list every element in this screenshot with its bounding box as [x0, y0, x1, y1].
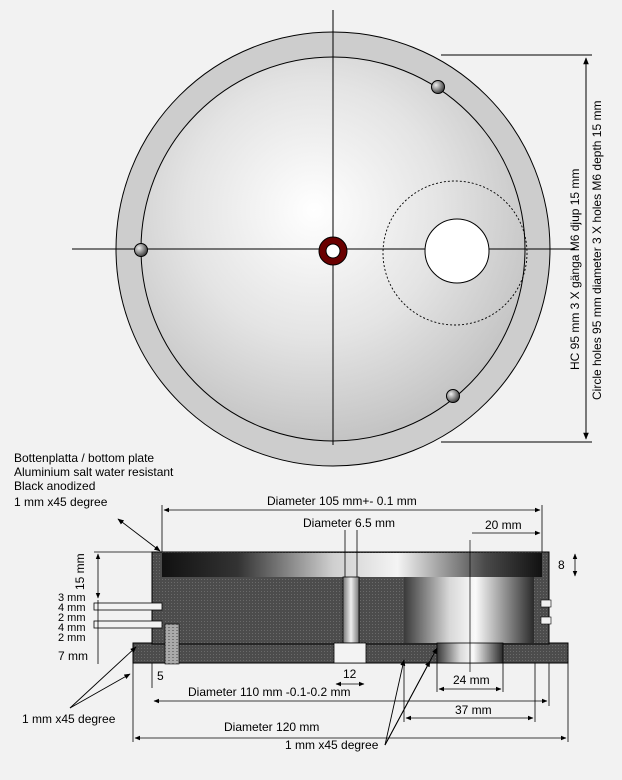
dim-diameter-120-label: Diameter 120 mm: [224, 720, 319, 734]
note-line-1: Bottenplatta / bottom plate: [14, 451, 154, 465]
note-line-4: 1 mm x45 degree: [14, 495, 108, 509]
dim-5-label: 5: [157, 669, 164, 683]
dim-12-label: 12: [343, 667, 357, 681]
m6-hole-top: [431, 80, 445, 94]
left-insert: [164, 623, 180, 665]
dim-8-label: 8: [558, 558, 565, 572]
groove-right-1: [540, 599, 552, 608]
dim-4b-label: 4 mm: [58, 622, 86, 634]
pin-hole-lower: [333, 642, 367, 664]
notes-block: Bottenplatta / bottom plate Aluminium sa…: [14, 451, 174, 509]
chamfer-leader-left-2: [69, 673, 131, 709]
chamfer-leader-bottom-1: [384, 659, 406, 746]
dim-20-label: 20 mm: [485, 518, 522, 532]
dim-2a-label: 2 mm: [58, 612, 86, 624]
groove-right-2: [540, 616, 552, 625]
dim-7-label: 7 mm: [58, 649, 88, 663]
m6-hole-bottom: [446, 389, 460, 403]
offset-circle-dashed: [382, 180, 528, 326]
dim-2b-label: 2 mm: [58, 632, 86, 644]
through-hole: [424, 218, 490, 284]
dim-15-label: 15 mm: [73, 553, 87, 590]
section-view: Diameter 105 mm+- 0.1 mm Diameter 6.5 mm…: [22, 494, 578, 752]
plan-view: HC 95 mm 3 X gänga M6 djup 15 mm Circle …: [72, 10, 604, 467]
dim-hc-label: HC 95 mm 3 X gänga M6 djup 15 mm: [568, 169, 582, 370]
note-line-2: Aluminium salt water resistant: [14, 465, 174, 479]
chamfer-leader-bottom-3: [384, 660, 431, 746]
groove-2: [93, 620, 163, 629]
chamfer-left-label: 1 mm x45 degree: [22, 712, 116, 726]
pin-hole: [342, 576, 360, 644]
top-band: [162, 553, 542, 577]
groove-1: [93, 602, 163, 611]
chamfer-leader-left-1: [69, 646, 137, 709]
dim-circle-holes-label: Circle holes 95 mm diameter 3 X holes M6…: [590, 101, 604, 400]
dim-37-label: 37 mm: [455, 703, 492, 717]
right-bore: [404, 577, 534, 643]
dim-diameter-110-label: Diameter 110 mm -0.1-0.2 mm: [188, 685, 351, 699]
chamfer-bottom-label: 1 mm x45 degree: [285, 738, 379, 752]
note-line-3: Black anodized: [14, 479, 95, 493]
chamfer-leader-top: [117, 518, 161, 552]
m6-hole-left: [134, 243, 148, 257]
dim-diameter-6-5-label: Diameter 6.5 mm: [303, 516, 395, 530]
dim-4a-label: 4 mm: [58, 602, 86, 614]
dim-24-label: 24 mm: [453, 673, 490, 687]
dim-3-label: 3 mm: [58, 592, 86, 604]
dim-diameter-105-label: Diameter 105 mm+- 0.1 mm: [267, 494, 417, 508]
center-bore-inner: [325, 243, 341, 259]
